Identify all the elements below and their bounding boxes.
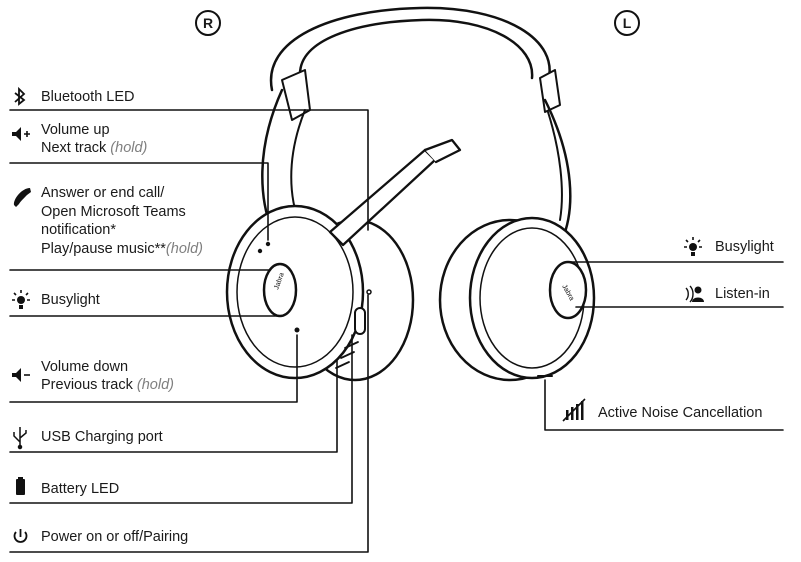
left-earcup: Jabra (438, 216, 596, 382)
busylight-icon-left (684, 237, 702, 256)
listen-in-icon (685, 285, 704, 303)
busylight-label-left: Busylight (715, 239, 774, 255)
right-side-indicator: R (195, 10, 221, 36)
microphone-boom (328, 138, 462, 247)
anc-label: Active Noise Cancellation (598, 405, 763, 421)
usb-icon (13, 427, 27, 450)
usb-port-label: USB Charging port (41, 429, 163, 445)
battery-led-label: Battery LED (41, 481, 120, 497)
bluetooth-icon (14, 86, 26, 106)
right-earcup: Jabra (225, 204, 415, 382)
phone-icon (13, 188, 31, 207)
volume-up-icon (12, 127, 30, 141)
previous-track-label: Previous track (hold) (41, 377, 174, 393)
left-side-indicator: L (614, 10, 640, 36)
leader-lines (9, 109, 784, 553)
notification-label: notification* (41, 222, 116, 238)
headband (261, 6, 572, 242)
busylight-icon-right (12, 290, 30, 309)
volume-down-label: Volume down (41, 359, 129, 375)
play-pause-label: Play/pause music**(hold) (41, 241, 203, 257)
answer-call-label: Answer or end call/ (41, 185, 165, 201)
busylight-label-right: Busylight (41, 292, 100, 308)
volume-down-icon (12, 368, 30, 382)
listen-in-label: Listen-in (715, 286, 770, 302)
teams-notification-label: Open Microsoft Teams (41, 204, 186, 220)
volume-up-label: Volume up (41, 122, 110, 138)
bluetooth-led-label: Bluetooth LED (41, 89, 135, 105)
next-track-label: Next track (hold) (41, 140, 148, 156)
power-label: Power on or off/Pairing (41, 529, 189, 545)
anc-icon (562, 398, 586, 422)
power-icon (13, 529, 28, 543)
battery-icon (16, 477, 25, 495)
